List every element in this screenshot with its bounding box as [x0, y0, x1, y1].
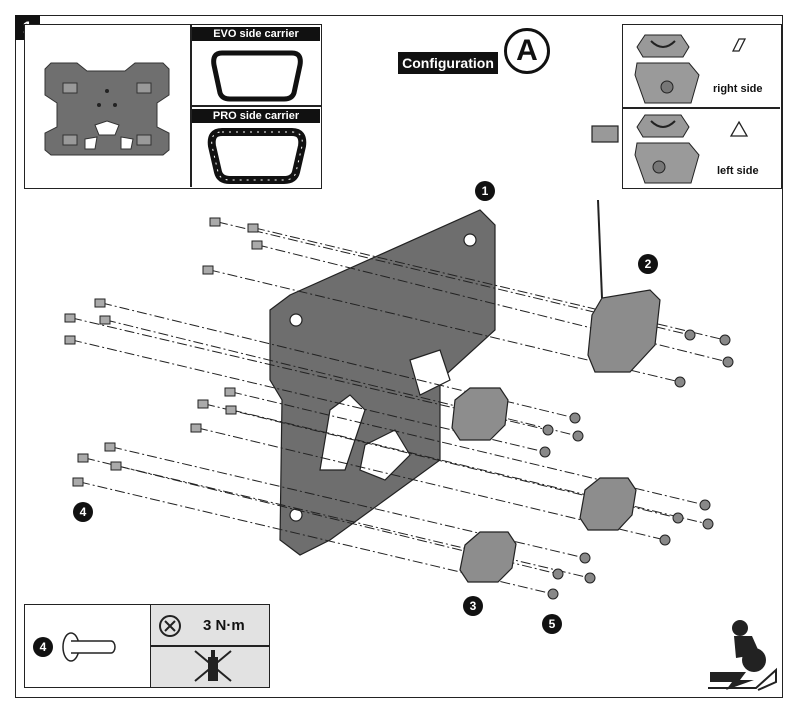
torque-wrench-icon	[159, 615, 181, 637]
callout-3: 3	[463, 596, 483, 616]
evo-carrier-drawing	[211, 50, 303, 102]
torque-spec-panel: 4 3 N·m	[24, 604, 270, 688]
torque-part-callout: 4	[33, 637, 53, 657]
right-side-symbol-icon	[731, 38, 747, 52]
configuration-letter: A	[504, 28, 550, 74]
mounting-plate	[269, 209, 496, 556]
left-side-label: left side	[717, 165, 759, 177]
left-side-lock-drawing	[634, 114, 700, 184]
screws	[64, 217, 263, 487]
callout-4: 4	[73, 502, 93, 522]
side-legend-panel: right side left side	[622, 24, 782, 189]
callout-5: 5	[542, 614, 562, 634]
callout-1: 1	[475, 181, 495, 201]
pro-carrier-drawing	[207, 128, 307, 184]
nuts	[539, 329, 734, 600]
lock-bracket	[587, 125, 661, 373]
callout-2: 2	[638, 254, 658, 274]
no-threadlocker-icon	[194, 650, 232, 682]
carrier-variants-panel: EVO side carrier PRO side carrier	[24, 24, 322, 189]
bolt-icon	[62, 632, 116, 662]
page-frame	[15, 15, 783, 698]
left-side-symbol-icon	[729, 120, 749, 137]
configuration-label: Configuration	[398, 52, 498, 74]
motorcycle-direction-icon	[708, 620, 777, 691]
pro-carrier-label: PRO side carrier	[192, 109, 320, 123]
torque-value: 3 N·m	[203, 617, 245, 634]
right-side-label: right side	[713, 83, 763, 95]
evo-carrier-label: EVO side carrier	[192, 27, 320, 41]
rack-plate-thumbnail	[44, 62, 170, 156]
right-side-lock-drawing	[634, 34, 700, 104]
mount-blocks	[451, 387, 637, 583]
